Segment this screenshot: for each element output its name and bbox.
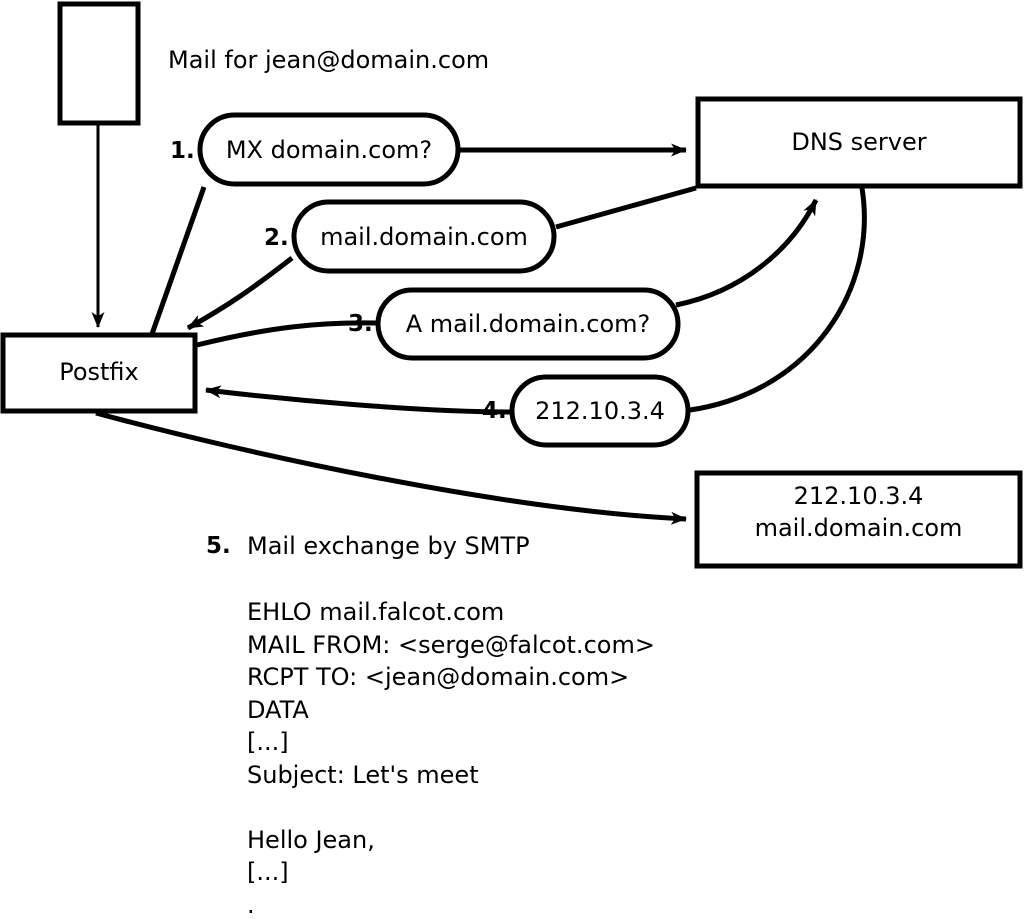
connector-dns-to-step2 <box>555 185 697 230</box>
arrow-step4-to-postfix <box>205 385 513 415</box>
remote-server-label-line2: mail.domain.com <box>754 514 963 542</box>
step-5-label: Mail exchange by SMTP <box>247 532 530 560</box>
step-4-label: 212.10.3.4 <box>535 397 665 425</box>
step-5-number: 5. <box>206 533 231 559</box>
remote-server-box <box>694 470 1023 569</box>
step-3-number: 3. <box>348 311 373 337</box>
step-2-bubble <box>291 199 557 274</box>
postfix-box <box>0 332 198 414</box>
step-3-label: A mail.domain.com? <box>405 310 651 338</box>
step-1-bubble <box>197 112 461 187</box>
step-1-label: MX domain.com? <box>225 136 433 164</box>
postfix-label: Postfix <box>59 358 139 386</box>
page-title: Mail for jean@domain.com <box>168 46 490 74</box>
dns-server-box <box>695 96 1023 189</box>
connector-postfix-to-step3 <box>196 320 377 348</box>
connector-postfix-to-step1 <box>149 186 207 335</box>
step-4-number: 4. <box>482 398 507 424</box>
arrow-step3-to-dns <box>675 198 819 308</box>
arrow-step2-to-postfix <box>186 256 294 331</box>
dns-server-label: DNS server <box>791 128 927 156</box>
step-2-label: mail.domain.com <box>320 223 528 251</box>
step-4-bubble <box>509 374 691 448</box>
arrow-step5-to-remote-server <box>95 410 687 525</box>
remote-server-label-line1: 212.10.3.4 <box>793 482 924 510</box>
connector-dns-to-step4 <box>689 187 867 413</box>
step-1-number: 1. <box>170 138 195 164</box>
step-3-bubble <box>375 287 681 361</box>
step-2-number: 2. <box>264 225 289 251</box>
sender-box <box>57 1 141 126</box>
smtp-transcript: EHLO mail.falcot.com MAIL FROM: <serge@f… <box>247 598 655 919</box>
